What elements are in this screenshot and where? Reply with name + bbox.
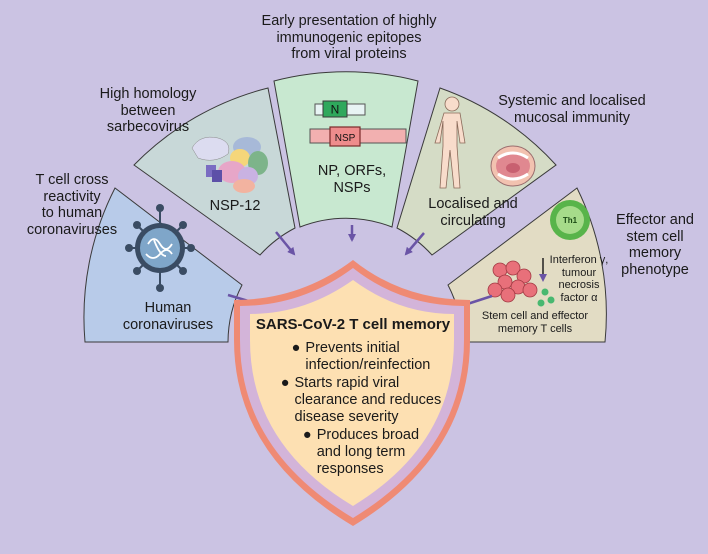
n-bar-label: N bbox=[331, 103, 340, 117]
label-nsp12: NSP-12 bbox=[209, 198, 261, 214]
sector-np-orfs-nsps bbox=[273, 71, 419, 228]
human-body-icon bbox=[434, 96, 466, 189]
shield-bullet-list: ●Prevents initial infection/reinfection … bbox=[258, 340, 464, 477]
shield-title: SARS-CoV-2 T cell memory bbox=[255, 316, 451, 333]
shield-bullet-1: ●Prevents initial infection/reinfection bbox=[291, 340, 431, 373]
virus-icon bbox=[125, 204, 195, 292]
protein-bars-icon: N NSP bbox=[309, 100, 407, 147]
label-localised-circulating: Localised and circulating bbox=[428, 196, 518, 229]
label-human-coronaviruses: Human coronaviruses bbox=[122, 300, 214, 333]
label-cross-reactivity: T cell cross reactivity to human coronav… bbox=[26, 172, 118, 239]
th1-label: Th1 bbox=[563, 216, 578, 225]
label-mucosal-immunity: Systemic and localised mucosal immunity bbox=[498, 93, 646, 126]
label-stem-effector: Stem cell and effector memory T cells bbox=[481, 310, 589, 335]
shield-bullet-2: ●Starts rapid viral clearance and reduce… bbox=[280, 375, 442, 425]
sector-localised-circulating bbox=[396, 87, 557, 256]
t-cell-icon: Th1 bbox=[487, 200, 590, 307]
mouth-icon bbox=[490, 145, 536, 187]
label-cytokines: Interferon γ, tumour necrosis factor α bbox=[549, 254, 609, 304]
label-homology: High homology between sarbecovirus bbox=[99, 86, 197, 136]
shield-bullet-3: ●Produces broad and long term responses bbox=[302, 427, 420, 477]
nsp-bar-label: NSP bbox=[335, 133, 356, 144]
label-early-presentation: Early presentation of highly immunogenic… bbox=[261, 13, 437, 63]
protein-structure-icon bbox=[191, 136, 268, 193]
shield-inner bbox=[250, 280, 454, 506]
label-np-orfs-nsps: NP, ORFs, NSPs bbox=[317, 163, 387, 196]
label-memory-phenotype: Effector and stem cell memory phenotype bbox=[616, 212, 694, 279]
